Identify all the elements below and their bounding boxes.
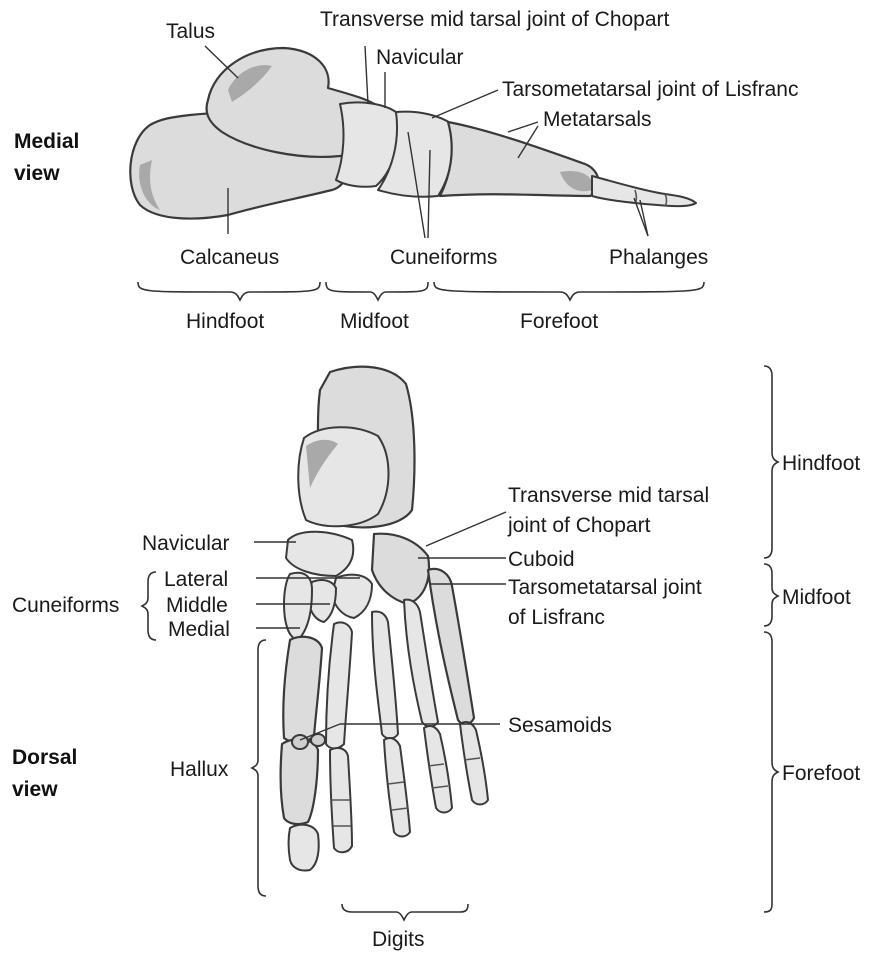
region-forefoot-medial: Forefoot — [520, 310, 598, 334]
label-cuneiforms-medial: Cuneiforms — [390, 246, 497, 270]
label-chopart-medial: Transverse mid tarsal joint of Chopart — [320, 8, 669, 32]
dorsal-medial-cuneiform — [284, 573, 312, 640]
dorsal-sesamoid-lateral — [311, 734, 325, 746]
label-navicular-medial: Navicular — [376, 46, 464, 70]
medial-region-braces — [138, 282, 704, 300]
label-phalanges: Phalanges — [609, 246, 708, 270]
label-calcaneus: Calcaneus — [180, 246, 279, 270]
label-hallux: Hallux — [170, 758, 228, 782]
label-lisfranc-dorsal-line2: of Lisfranc — [508, 606, 605, 630]
medial-foot-illustration — [130, 48, 696, 219]
label-middle-cuneiform: Middle — [166, 594, 228, 618]
label-digits: Digits — [372, 928, 425, 952]
medial-view-title-line1: Medial — [14, 126, 79, 158]
dorsal-navicular-bone — [286, 532, 353, 576]
dorsal-metatarsal-4 — [404, 600, 438, 727]
dorsal-metatarsal-2 — [326, 622, 352, 748]
label-lisfranc-dorsal-line1: Tarsometatarsal joint — [508, 576, 702, 600]
dorsal-view-title: Dorsal view — [12, 742, 77, 806]
dorsal-digit-3-phalanges — [384, 738, 410, 837]
dorsal-hallux-distal-phalanx — [289, 825, 319, 871]
region-forefoot-dorsal: Forefoot — [782, 762, 860, 786]
dorsal-view-title-line2: view — [12, 774, 77, 806]
dorsal-cuboid-bone — [372, 534, 429, 604]
region-hindfoot-dorsal: Hindfoot — [782, 452, 860, 476]
label-sesamoids: Sesamoids — [508, 714, 612, 738]
dorsal-hallux-proximal-phalanx — [281, 739, 318, 824]
dorsal-digit-5-phalanges — [460, 722, 488, 805]
dorsal-lateral-cuneiform — [332, 575, 372, 618]
region-midfoot-dorsal: Midfoot — [782, 586, 851, 610]
medial-phalanx-bone — [592, 176, 696, 206]
label-medial-cuneiform: Medial — [168, 618, 230, 642]
region-midfoot-medial: Midfoot — [340, 310, 409, 334]
label-lisfranc-medial: Tarsometatarsal joint of Lisfranc — [502, 78, 798, 102]
label-navicular-dorsal: Navicular — [142, 532, 230, 556]
label-cuneiforms-dorsal: Cuneiforms — [12, 594, 119, 618]
label-talus: Talus — [166, 20, 215, 44]
label-metatarsals: Metatarsals — [543, 108, 652, 132]
medial-view-title: Medial view — [14, 126, 79, 190]
label-chopart-dorsal-line1: Transverse mid tarsal — [508, 484, 709, 508]
dorsal-metatarsal-3 — [372, 611, 398, 738]
dorsal-digit-4-phalanges — [424, 726, 452, 813]
label-chopart-dorsal-line2: joint of Chopart — [508, 514, 650, 538]
label-cuboid: Cuboid — [508, 548, 575, 572]
medial-view-title-line2: view — [14, 158, 79, 190]
label-lateral-cuneiform: Lateral — [164, 568, 228, 592]
dorsal-metatarsal-1 — [283, 637, 322, 743]
dorsal-view-title-line1: Dorsal — [12, 742, 77, 774]
region-hindfoot-medial: Hindfoot — [186, 310, 264, 334]
dorsal-foot-illustration — [281, 367, 488, 871]
